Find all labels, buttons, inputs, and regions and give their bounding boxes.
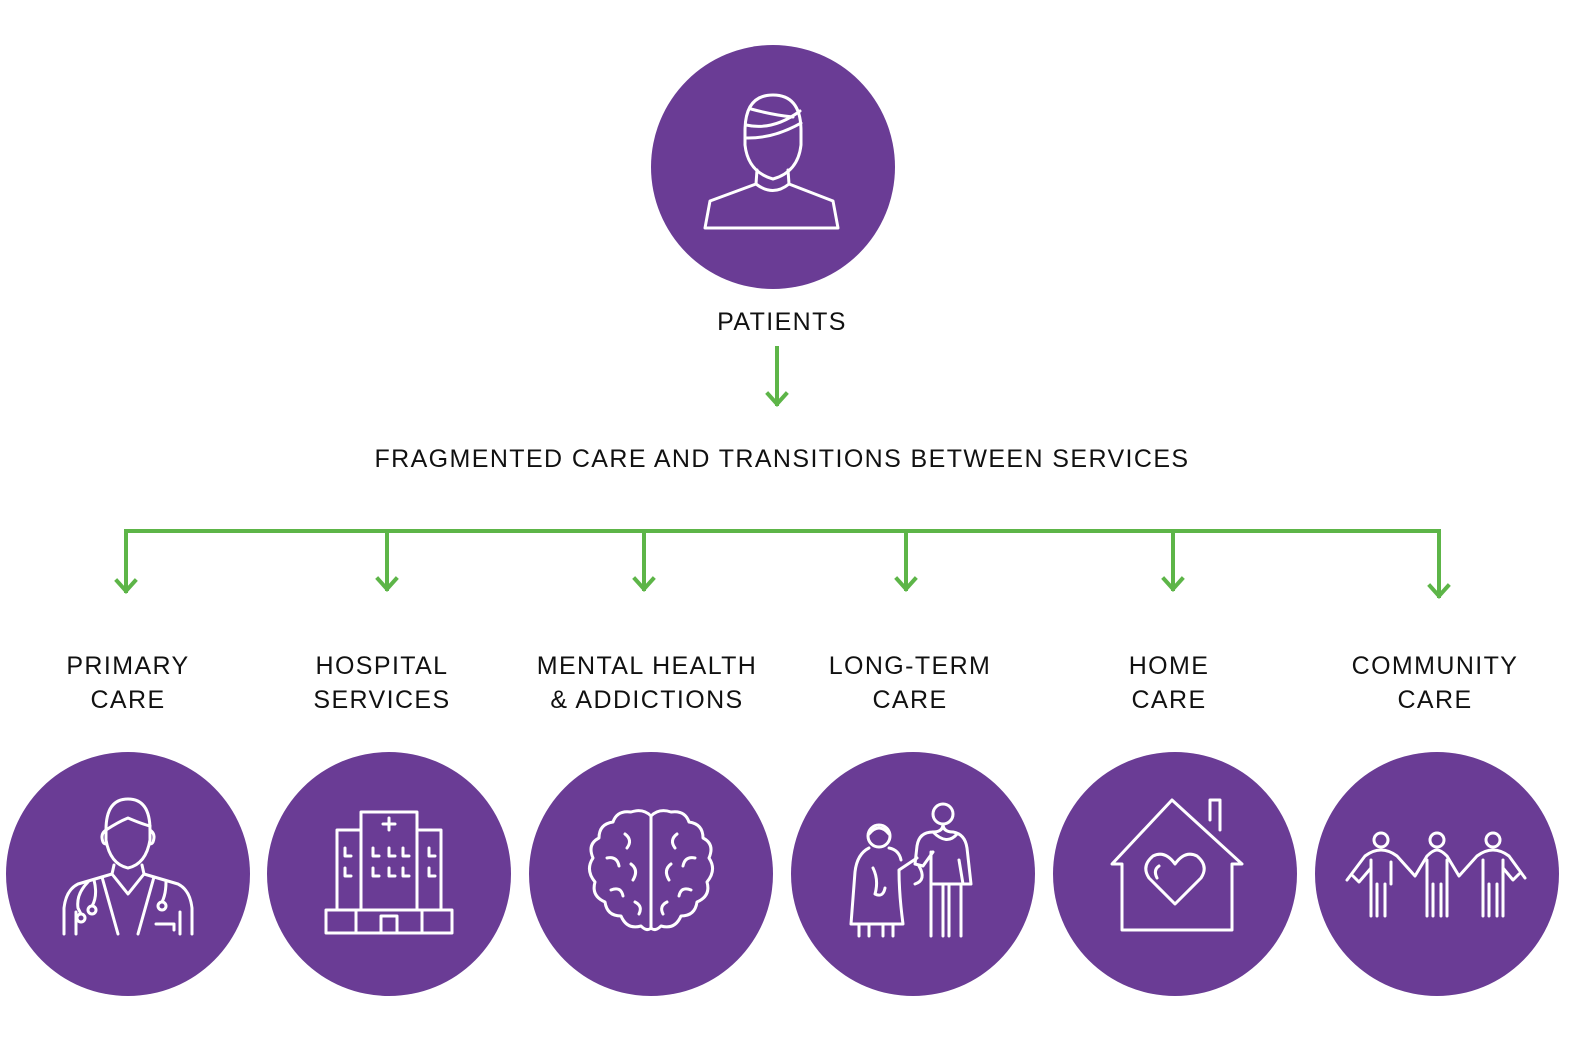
service-label-line1: PRIMARY	[66, 652, 190, 680]
service-label-long-term-care: LONG-TERM CARE	[795, 649, 1025, 717]
service-label-mental-health: MENTAL HEALTH & ADDICTIONS	[507, 649, 787, 717]
circle-mental-health	[529, 752, 773, 996]
branch-arrow-mental-health	[632, 529, 656, 592]
circle-long-term-care	[791, 752, 1035, 996]
circle-community-care	[1315, 752, 1559, 996]
service-label-line2: CARE	[90, 686, 166, 714]
branch-arrow-long-term-care	[894, 529, 918, 592]
service-label-line2: SERVICES	[313, 686, 451, 714]
brain-icon	[588, 809, 714, 932]
service-label-line2: CARE	[1131, 686, 1207, 714]
circle-primary-care	[6, 752, 250, 996]
service-label-line2: & ADDICTIONS	[550, 686, 744, 714]
service-label-home-care: HOME CARE	[1069, 649, 1269, 717]
service-label-line2: CARE	[1397, 686, 1473, 714]
service-label-line2: CARE	[872, 686, 948, 714]
branch-arrow-hospital-services	[375, 529, 399, 592]
patients-label-text: PATIENTS	[717, 308, 847, 336]
service-label-line1: HOME	[1128, 652, 1210, 680]
patients-circle	[651, 45, 895, 289]
people-holding-hands-icon	[1345, 831, 1527, 918]
service-label-line1: HOSPITAL	[315, 652, 449, 680]
elderly-caregiver-icon	[849, 802, 973, 938]
branch-arrow-primary-care	[114, 529, 138, 594]
fragmented-care-label-text: FRAGMENTED CARE AND TRANSITIONS BETWEEN …	[374, 445, 1190, 473]
hospital-building-icon	[324, 810, 454, 935]
service-label-line1: COMMUNITY	[1351, 652, 1519, 680]
service-label-line1: LONG-TERM	[828, 652, 992, 680]
branch-arrow-community-care	[1427, 529, 1451, 599]
fragmented-care-label: FRAGMENTED CARE AND TRANSITIONS BETWEEN …	[282, 442, 1282, 476]
circle-home-care	[1053, 752, 1297, 996]
house-heart-icon	[1110, 798, 1244, 932]
service-label-primary-care: PRIMARY CARE	[28, 649, 228, 717]
patients-label: PATIENTS	[682, 305, 882, 339]
circle-hospital-services	[267, 752, 511, 996]
service-label-hospital-services: HOSPITAL SERVICES	[282, 649, 482, 717]
branch-arrow-home-care	[1161, 529, 1185, 592]
doctor-icon	[62, 797, 194, 936]
patients-down-arrow	[765, 346, 789, 407]
service-label-line1: MENTAL HEALTH	[536, 652, 758, 680]
bandaged-patient-icon	[703, 93, 840, 230]
service-label-community-care: COMMUNITY CARE	[1325, 649, 1545, 717]
